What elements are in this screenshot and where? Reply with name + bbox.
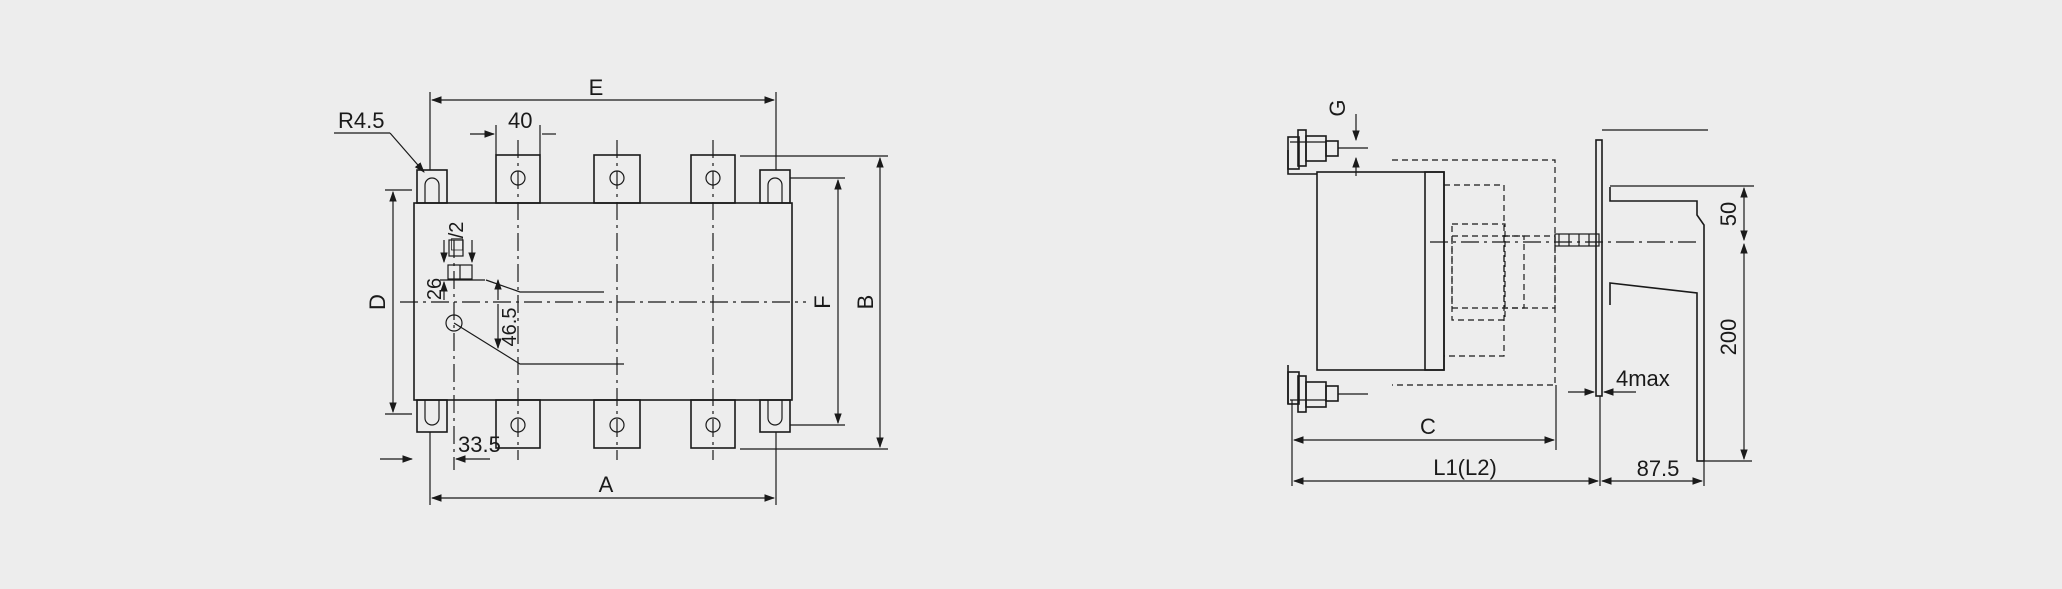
dim-C-label: C [1420, 414, 1436, 439]
dim-4max-label: 4max [1616, 366, 1670, 391]
top-bolt [1287, 129, 1368, 175]
mounting-slot-bottom-left [416, 399, 448, 433]
mounting-slot-top-left [416, 169, 448, 204]
dim-26-label: 26 [424, 278, 446, 300]
side-view: G 50 200 4max C L1(L2) 87.5 [1287, 99, 1754, 486]
dim-50-label: 50 [1716, 202, 1741, 226]
dim-A-label: A [599, 472, 614, 497]
dim-33-label: 33.5 [458, 432, 501, 457]
dim-46-label: 46.5 [499, 308, 521, 347]
dim-L1-label: L1(L2) [1433, 455, 1497, 480]
dim-G-label: G [1325, 99, 1350, 116]
handle-shaft [1554, 233, 1600, 247]
bottom-bolt [1287, 365, 1368, 413]
dim-B-label: B [853, 295, 878, 310]
handle-pivot [445, 314, 463, 332]
mounting-slot-bottom-right [759, 399, 791, 433]
front-view: E 40 R4.5 D F B A 33.5 26 46.5 [334, 75, 888, 505]
dim-40-label: 40 [508, 108, 532, 133]
dim-D-label: D [365, 294, 390, 310]
dim-87-label: 87.5 [1637, 456, 1680, 481]
square-label: □/2 [446, 222, 468, 251]
mounting-slot-top-right [759, 169, 791, 204]
dim-F-label: F [810, 295, 835, 308]
dim-E-label: E [589, 75, 604, 100]
radius-label: R4.5 [338, 108, 384, 133]
dim-200-label: 200 [1716, 319, 1741, 356]
door-panel [1595, 139, 1603, 397]
rotary-handle [1609, 187, 1705, 462]
